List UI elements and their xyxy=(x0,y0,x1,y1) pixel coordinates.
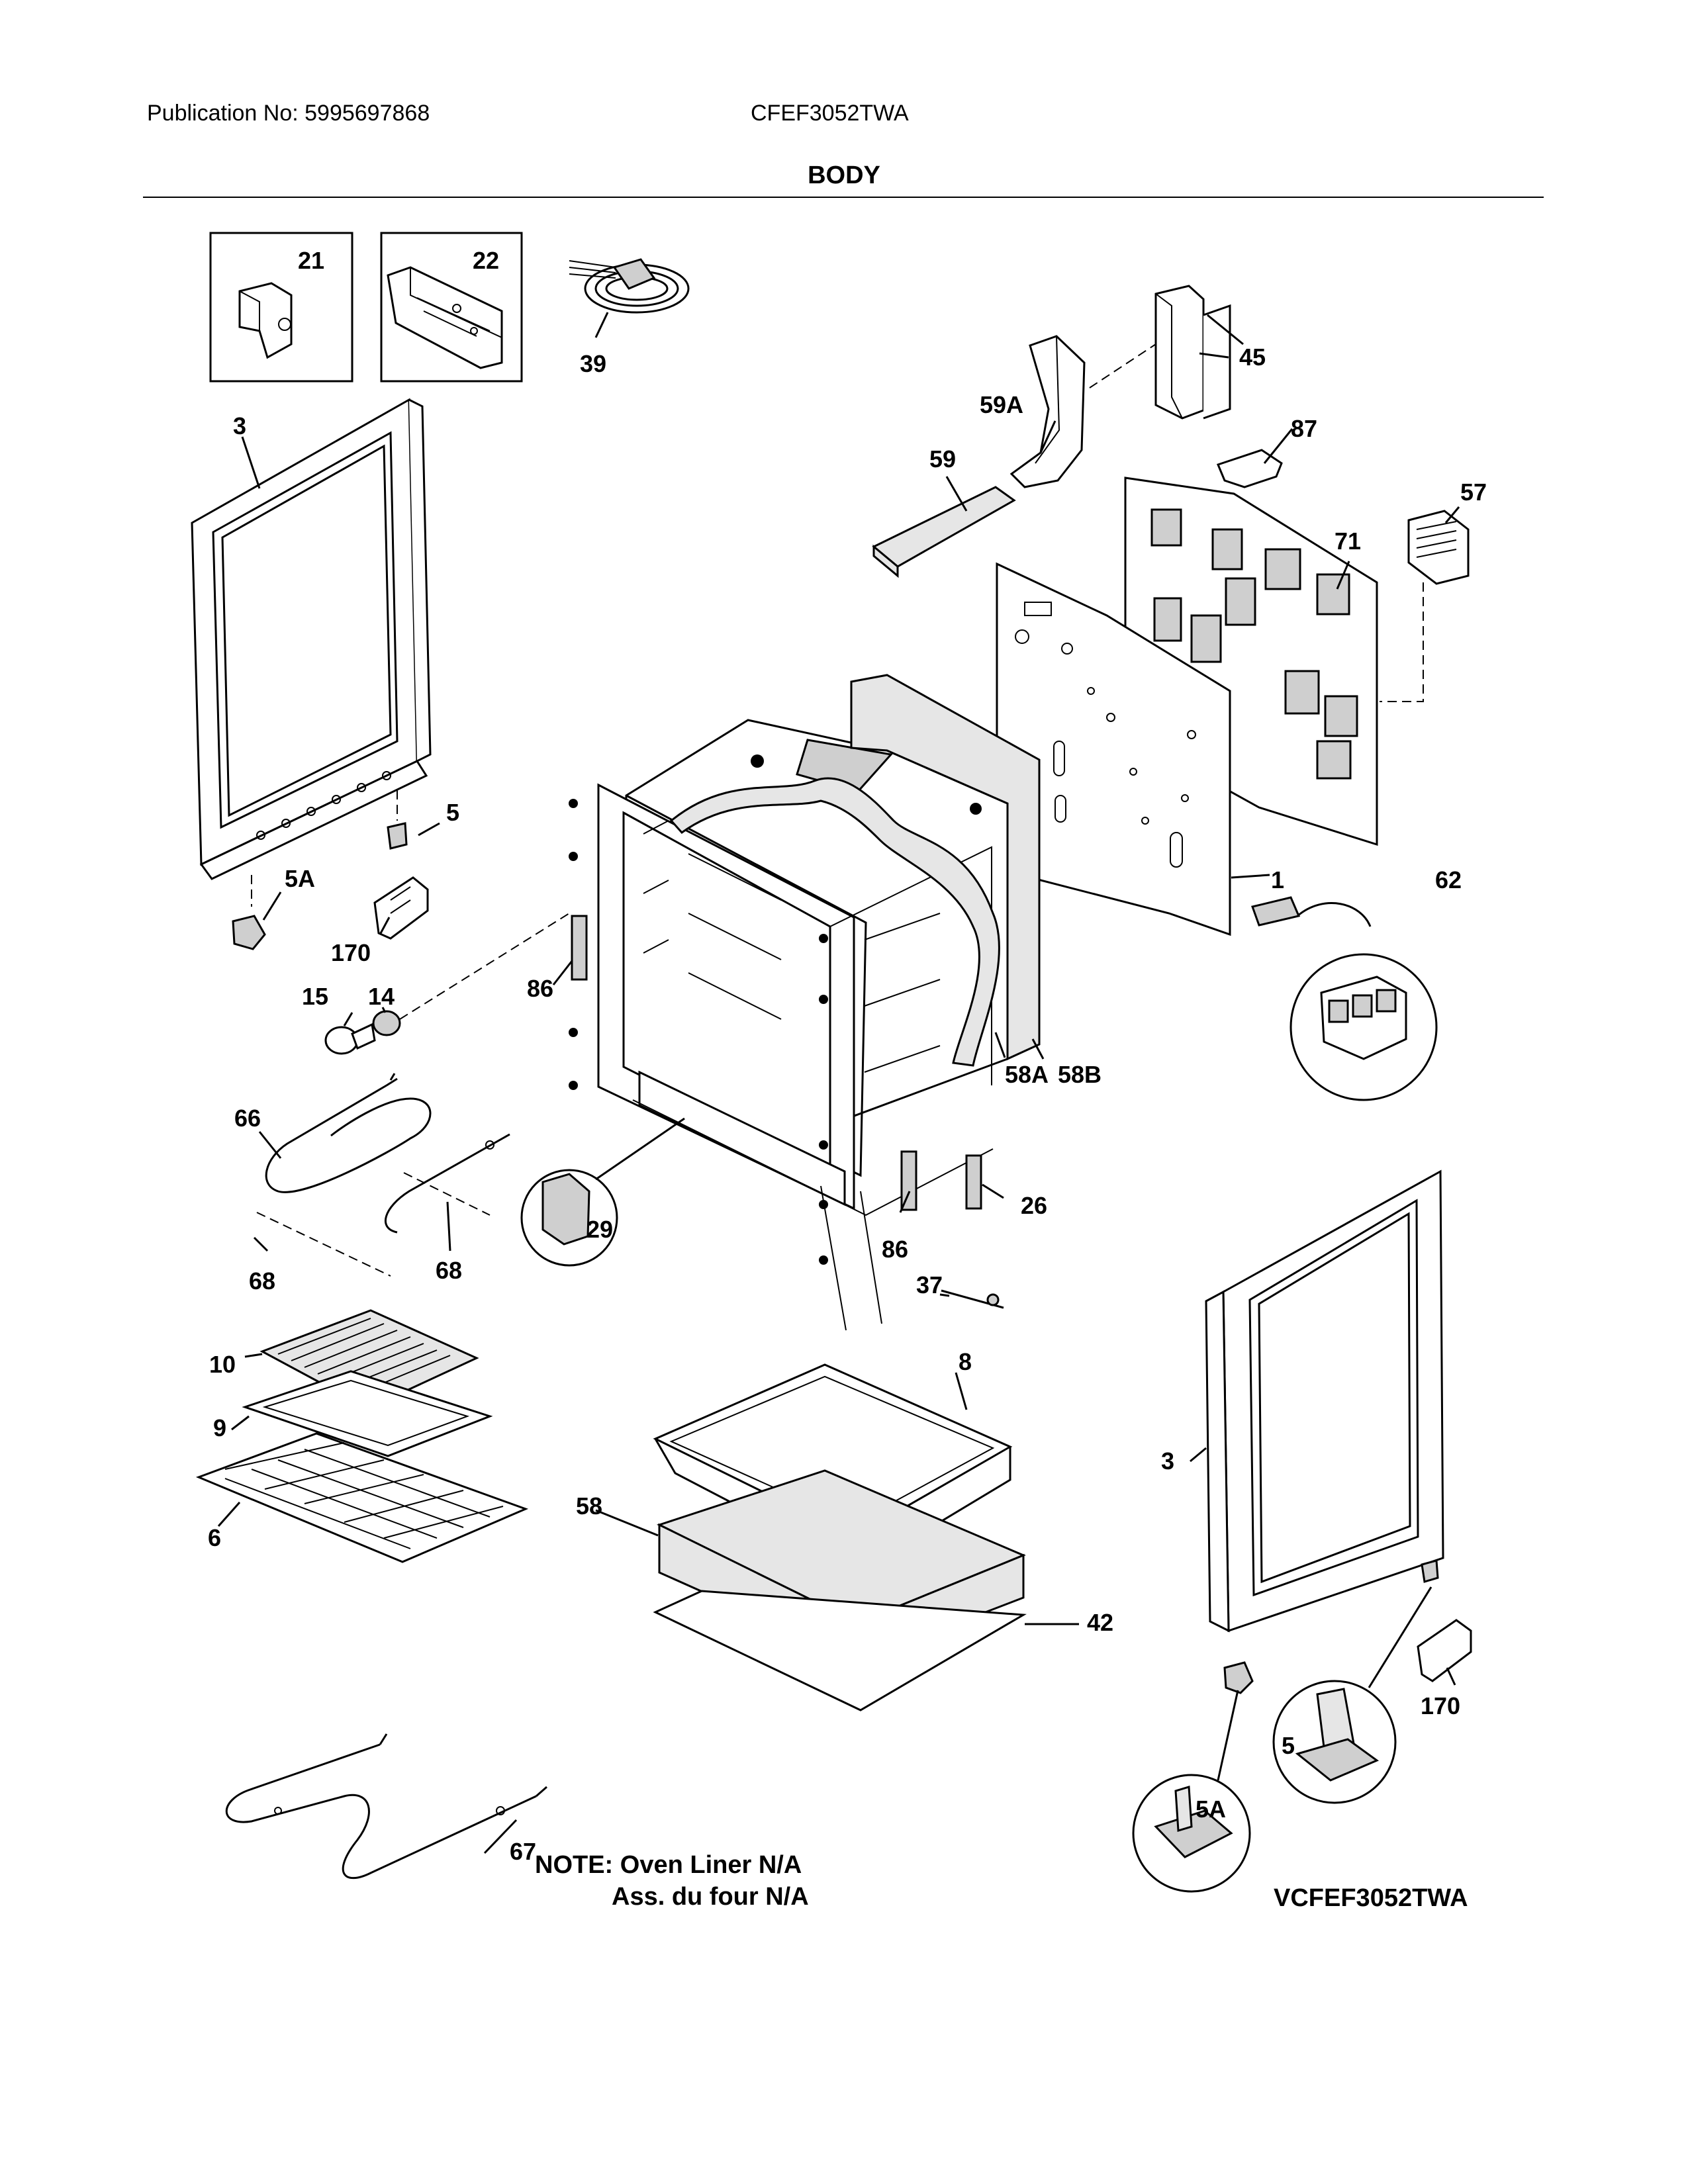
callout-170-left: 170 xyxy=(331,939,371,966)
callout-26: 26 xyxy=(1021,1192,1047,1219)
callout-39: 39 xyxy=(580,350,606,377)
leader-68-left xyxy=(256,1212,391,1277)
callout-3-left: 3 xyxy=(233,412,246,439)
oven-cavity xyxy=(569,719,1009,1331)
part-3-right-door xyxy=(1205,1169,1444,1633)
leader-1 xyxy=(1231,874,1270,879)
callout-68-left: 68 xyxy=(249,1267,275,1295)
part-5-right-hinge xyxy=(1421,1559,1439,1583)
callout-71: 71 xyxy=(1335,527,1361,555)
callout-59: 59 xyxy=(929,445,956,473)
part-9-broil-pan xyxy=(242,1370,493,1457)
section-title: BODY xyxy=(808,161,880,189)
part-5A-right-lock xyxy=(1223,1661,1254,1694)
part-66-broil-element xyxy=(265,1073,510,1234)
note-oven-liner-fr: Ass. du four N/A xyxy=(612,1883,809,1911)
callout-15: 15 xyxy=(302,983,328,1010)
callout-170-right: 170 xyxy=(1421,1692,1460,1719)
part-26-bracket xyxy=(965,1154,982,1210)
callout-42: 42 xyxy=(1087,1609,1113,1636)
callout-5-left: 5 xyxy=(446,799,459,826)
note-oven-liner: NOTE: Oven Liner N/A xyxy=(535,1851,802,1879)
part-45-bracket xyxy=(1154,285,1244,420)
callout-22: 22 xyxy=(473,247,499,274)
callout-86-left: 86 xyxy=(527,975,553,1002)
callout-5A-detail: 5A xyxy=(1196,1796,1226,1823)
callout-68-right: 68 xyxy=(436,1257,462,1284)
callout-10: 10 xyxy=(209,1351,236,1378)
part-5A-detail xyxy=(1132,1690,1251,1893)
part-58A-gasket xyxy=(669,777,1000,1067)
callout-14: 14 xyxy=(368,983,395,1010)
part-170-left-hinge-receiver xyxy=(373,876,429,940)
part-59A-insulation xyxy=(1009,335,1086,488)
model-number: CFEF3052TWA xyxy=(751,101,909,126)
leader-68-right xyxy=(403,1172,491,1216)
part-86-right-bracket xyxy=(900,1150,917,1211)
callout-8: 8 xyxy=(959,1348,972,1375)
callout-86-right: 86 xyxy=(882,1236,908,1263)
cavity-screws xyxy=(569,799,828,1265)
publication-number: Publication No: 5995697868 xyxy=(147,101,430,126)
callout-21: 21 xyxy=(298,247,324,274)
part-22-inset xyxy=(380,232,523,383)
callout-62: 62 xyxy=(1435,866,1462,893)
part-86-left-bracket xyxy=(571,915,588,981)
part-6-oven-rack xyxy=(195,1432,529,1563)
part-39-power-cord xyxy=(569,258,690,338)
callout-5A-left: 5A xyxy=(285,865,315,892)
callout-67: 67 xyxy=(510,1838,536,1865)
callout-59A: 59A xyxy=(980,391,1023,418)
part-42-bottom-panel xyxy=(653,1590,1027,1711)
callout-87: 87 xyxy=(1291,415,1317,442)
callout-5-detail: 5 xyxy=(1282,1732,1295,1759)
callout-29: 29 xyxy=(586,1216,613,1243)
part-29-detail xyxy=(520,1117,685,1267)
part-58B-insulation xyxy=(850,674,1041,1061)
part-59-insulation xyxy=(872,486,1016,578)
part-14-socket xyxy=(372,1010,401,1036)
callout-58A: 58A xyxy=(1005,1061,1049,1088)
leader-14-cavity xyxy=(399,913,570,1020)
callout-37: 37 xyxy=(916,1271,943,1298)
callout-leaders xyxy=(217,352,1460,1854)
part-37-sensor xyxy=(941,1289,1004,1309)
leader-45-59A xyxy=(1089,343,1156,388)
part-71-vents xyxy=(1150,508,1358,780)
callout-58B: 58B xyxy=(1058,1061,1102,1088)
callout-6: 6 xyxy=(208,1524,221,1551)
leader-57 xyxy=(1380,582,1424,702)
header-divider xyxy=(143,197,1544,198)
part-21-inset xyxy=(209,232,353,383)
part-67-bake-element xyxy=(225,1733,547,1880)
part-5A-left-lock xyxy=(232,915,266,950)
part-57-cover xyxy=(1407,510,1470,585)
callout-9: 9 xyxy=(213,1414,226,1441)
callout-3-right: 3 xyxy=(1161,1447,1174,1475)
callout-66: 66 xyxy=(234,1105,261,1132)
part-5-detail xyxy=(1272,1586,1432,1804)
part-62-detail xyxy=(1251,896,1438,1101)
part-3-left-door xyxy=(191,398,432,880)
diagram-id: VCFEF3052TWA xyxy=(1274,1884,1468,1912)
callout-57: 57 xyxy=(1460,478,1487,506)
callout-1: 1 xyxy=(1271,866,1284,893)
part-15-bulb xyxy=(324,1023,376,1055)
part-87-clip xyxy=(1216,449,1283,488)
callout-45: 45 xyxy=(1239,343,1266,371)
part-170-right-hinge-receiver xyxy=(1417,1619,1472,1682)
callout-58: 58 xyxy=(576,1492,602,1520)
part-5-left-hinge xyxy=(387,822,408,850)
